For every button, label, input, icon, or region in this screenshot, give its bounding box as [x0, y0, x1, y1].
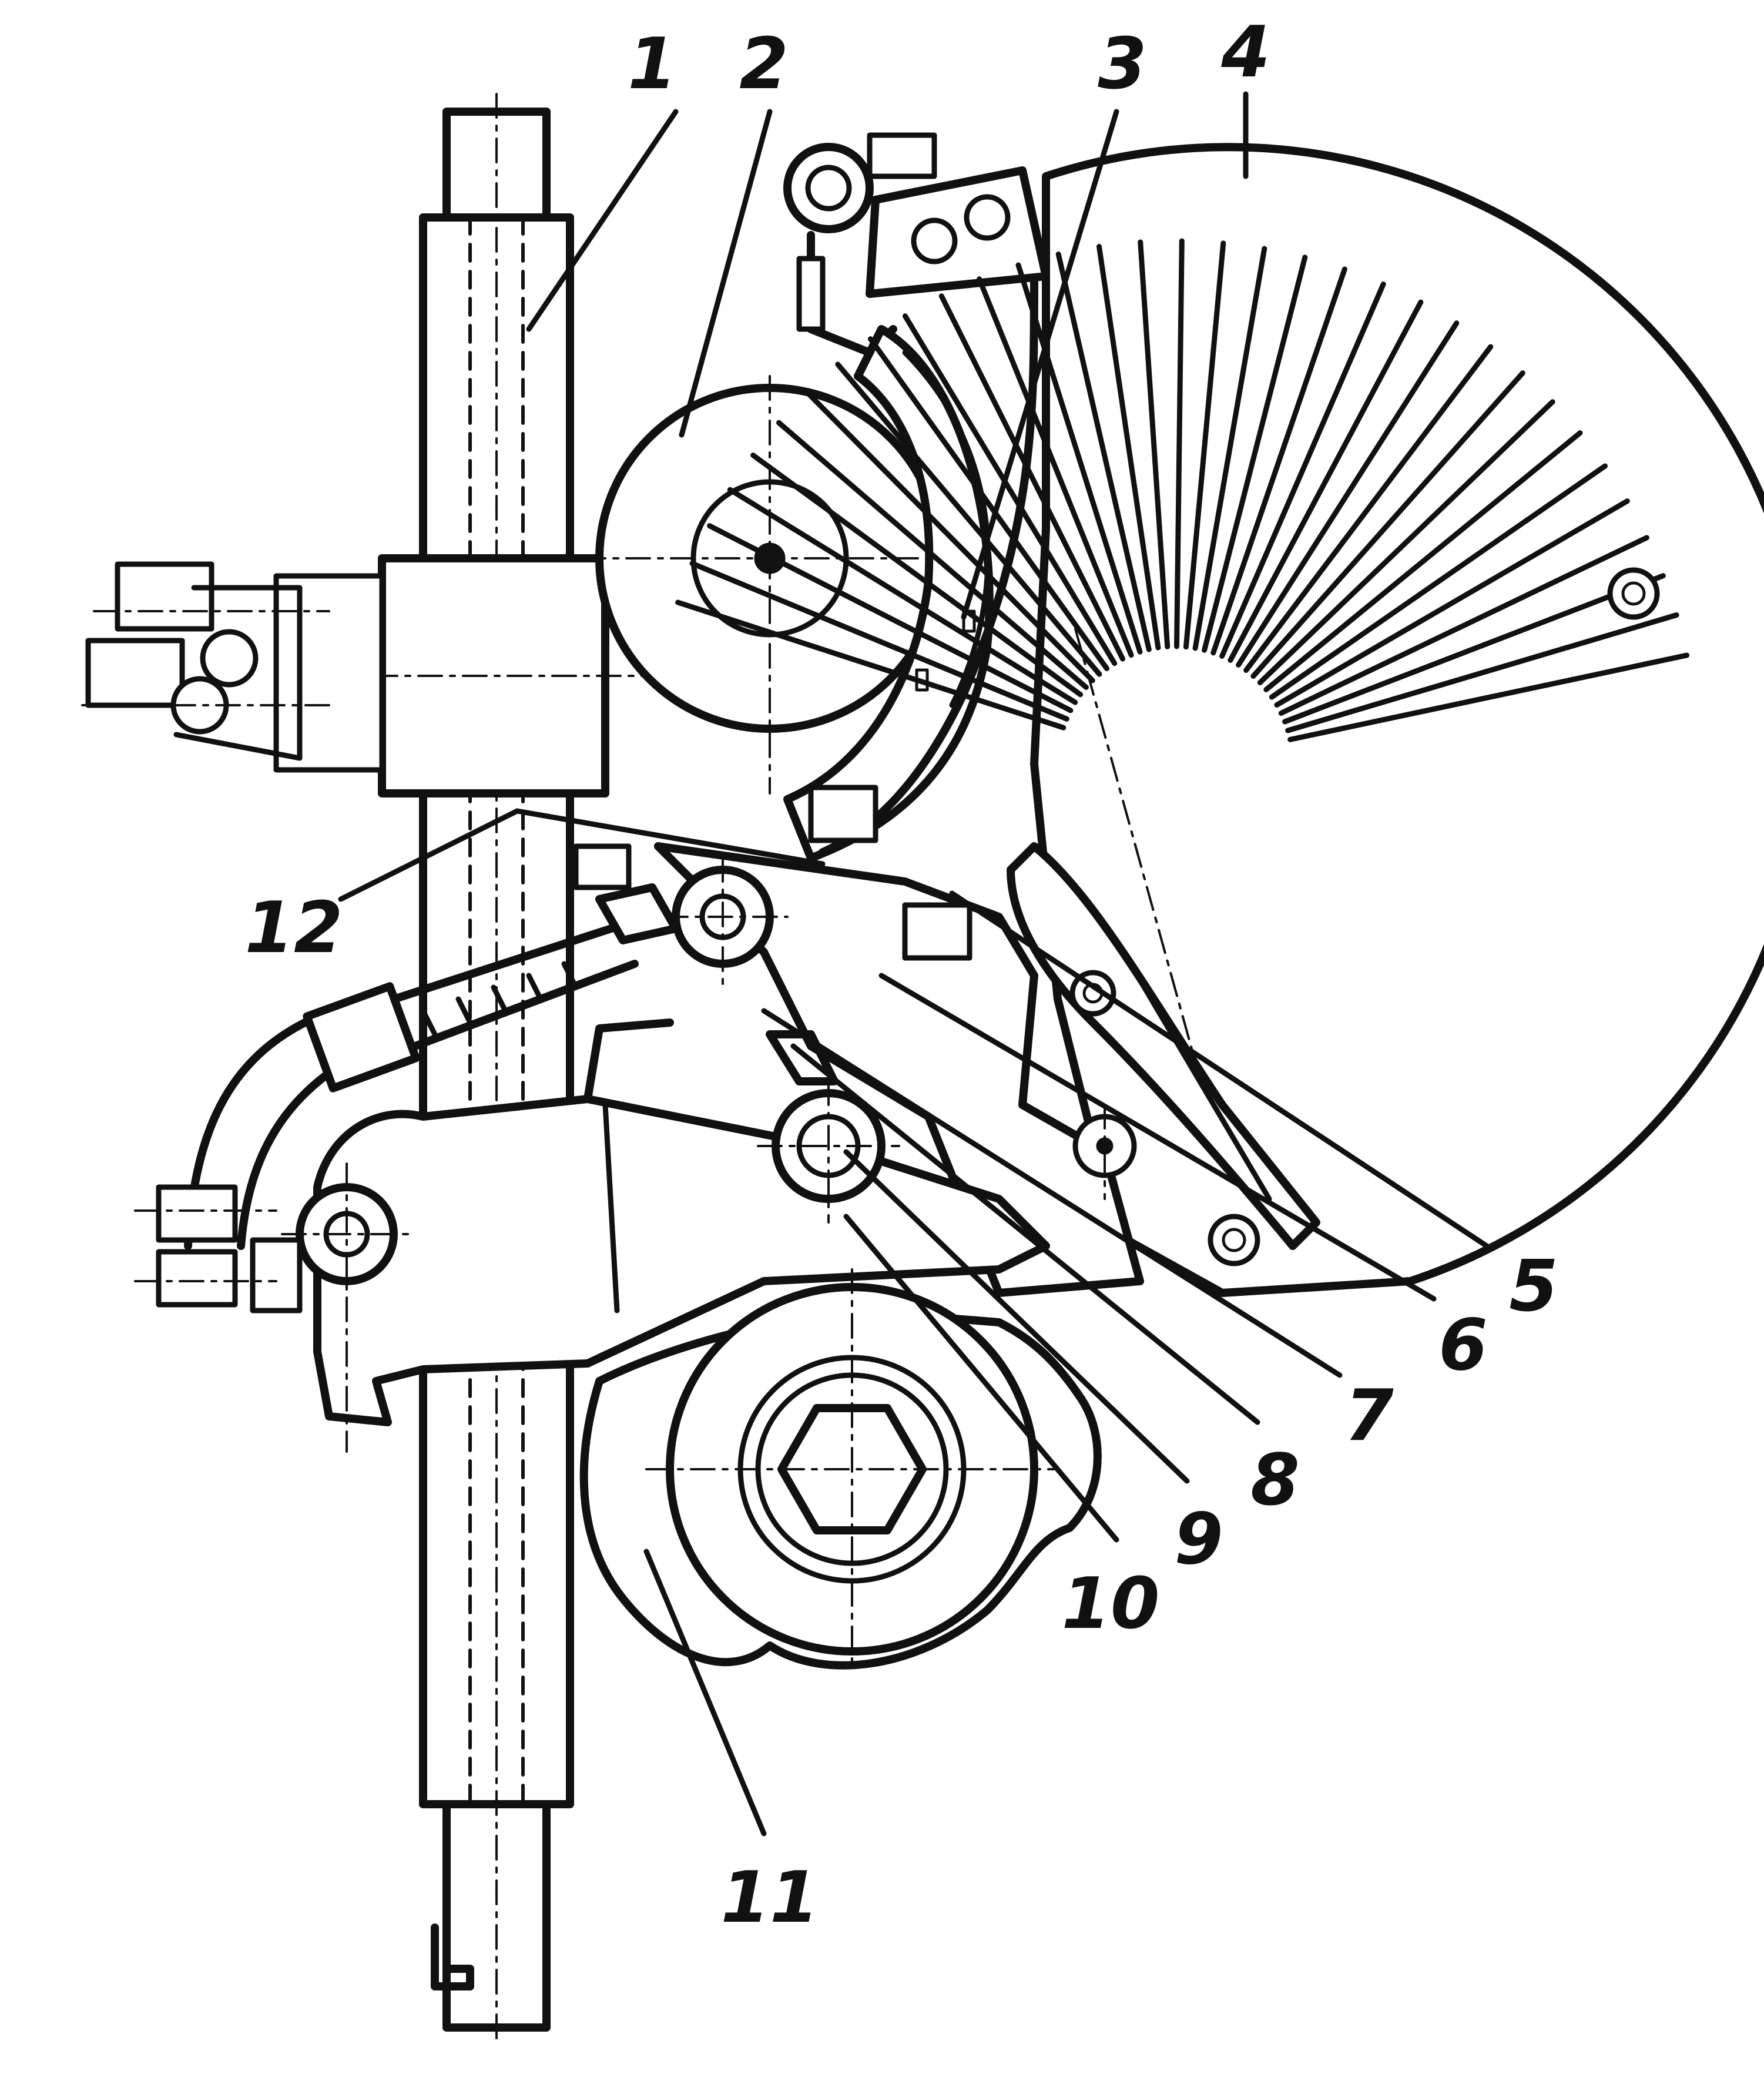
leader-9 — [843, 1149, 1190, 1484]
callout-7: 7 — [1344, 1375, 1394, 1457]
fan-ray — [1250, 370, 1525, 679]
leader-2 — [679, 109, 773, 438]
fan-ray — [1202, 254, 1308, 653]
fan-ray — [835, 361, 1102, 677]
fan-ray — [1192, 246, 1267, 651]
fan-ray — [776, 420, 1089, 690]
fan-ray — [1274, 498, 1630, 708]
fan-ray — [977, 276, 1134, 658]
callout-5: 5 — [1509, 1246, 1558, 1328]
left-bolt-assembly — [81, 561, 385, 773]
fan-ray — [689, 561, 1069, 722]
fan-ray — [675, 599, 1067, 730]
leader-5 — [949, 890, 1490, 1249]
fan-ray — [1257, 399, 1555, 685]
vertical-shaft — [419, 93, 574, 2046]
callout-4: 4 — [1220, 12, 1270, 93]
leader-7 — [761, 1008, 1343, 1378]
fan-ray — [1055, 252, 1152, 652]
callout-9: 9 — [1174, 1499, 1223, 1580]
fan-ray — [1210, 266, 1347, 656]
fan-ray — [902, 313, 1118, 666]
cam-eccentric — [579, 1268, 1102, 1670]
upper-pivot-hose — [184, 843, 789, 1250]
fan-ray — [1278, 535, 1649, 716]
fan-ray — [868, 336, 1109, 671]
fan-ray — [1269, 463, 1608, 700]
fan-sector — [675, 143, 1764, 1297]
fan-ray — [1236, 320, 1460, 668]
fan-ray — [1096, 244, 1161, 651]
main-swing-arm — [134, 1018, 1050, 1453]
leader-6 — [878, 973, 1437, 1302]
leader-3 — [961, 109, 1119, 620]
fan-ray — [1228, 299, 1424, 663]
callout-8: 8 — [1250, 1440, 1300, 1522]
fan-ray — [1287, 652, 1690, 742]
fan-ray — [1243, 344, 1494, 673]
fan-ray — [707, 523, 1074, 713]
fan-ray — [1285, 612, 1679, 733]
fan-ray — [938, 293, 1126, 662]
leader-11 — [643, 1549, 767, 1837]
fan-ray — [1015, 262, 1143, 655]
fan-ray — [727, 487, 1078, 705]
leader-8 — [790, 1043, 1260, 1425]
fan-ray — [1174, 238, 1185, 649]
leader-12a — [338, 808, 520, 902]
fan-ray — [1263, 430, 1583, 692]
callout-2: 2 — [739, 24, 789, 105]
fan-ray — [1138, 239, 1171, 649]
fan-ray — [804, 390, 1095, 683]
leader-10 — [843, 1214, 1119, 1543]
fan-ray — [1219, 282, 1386, 659]
leader-1 — [526, 109, 679, 332]
callout-3: 3 — [1098, 24, 1147, 105]
callout-1: 1 — [628, 24, 677, 105]
upper-bracket — [783, 132, 1050, 357]
callout-11: 11 — [721, 1857, 819, 1939]
fan-rays — [675, 238, 1690, 742]
callout-6: 6 — [1438, 1305, 1488, 1386]
callout-10: 10 — [1062, 1563, 1160, 1645]
fan-ray — [1282, 573, 1666, 725]
fan-ray — [1183, 240, 1226, 650]
leader-lines — [338, 91, 1490, 1837]
inner-wedge-lever — [1007, 842, 1320, 1250]
callouts: 1 2 3 4 5 6 7 8 9 10 11 12 — [245, 12, 1558, 1939]
fan-ray — [750, 453, 1084, 698]
callout-12: 12 — [245, 887, 343, 969]
leader-12b — [514, 808, 826, 867]
